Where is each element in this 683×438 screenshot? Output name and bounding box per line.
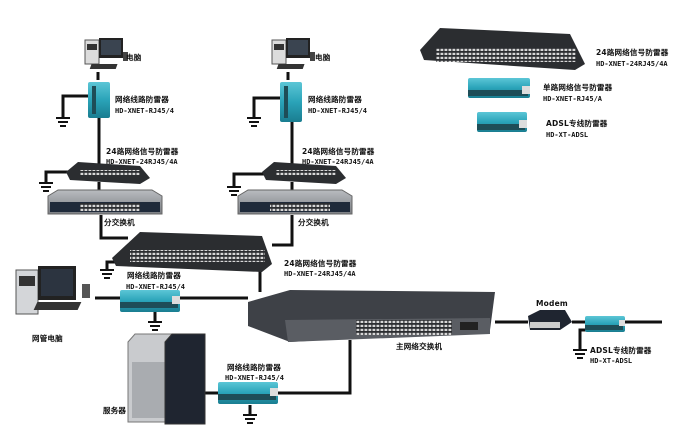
wire-switch-mid-center bbox=[272, 215, 294, 247]
panel-mid-name: 24路网络信号防雷器 bbox=[302, 147, 375, 156]
surge-arrester-icon bbox=[585, 316, 625, 332]
modem-icon bbox=[528, 310, 572, 330]
legend-item-name: ADSL专线防雷器 bbox=[546, 119, 608, 128]
main-switch-label: 主网络交换机 bbox=[396, 342, 443, 351]
panel-left-name: 24路网络信号防雷器 bbox=[106, 147, 179, 156]
legend-item-model: HD-XT-ADSL bbox=[546, 131, 589, 139]
adsl-arrester-name: ADSL专线防雷器 bbox=[590, 346, 652, 355]
arrester-left-model: HD-XNET-RJ45/4 bbox=[115, 107, 175, 115]
surge-arrester-icon bbox=[88, 82, 110, 118]
arrester-left-name: 网络线路防雷器 bbox=[115, 95, 169, 104]
wire-panel-mid-ground bbox=[232, 172, 265, 187]
legend-item-name: 单路网络信号防雷器 bbox=[543, 83, 613, 92]
patch-panel-icon bbox=[262, 162, 346, 184]
wire-arrester-left-ground bbox=[61, 94, 95, 118]
wire-arrester-mid-ground bbox=[252, 96, 284, 118]
mgmt-pc-label: 网管电脑 bbox=[32, 334, 63, 343]
wire-switch-left-center bbox=[99, 215, 128, 240]
adsl-arrester-model: HD-XT-ADSL bbox=[590, 357, 633, 365]
ground-icon bbox=[247, 117, 261, 127]
ground-icon bbox=[39, 182, 53, 192]
pc-left-label: 电脑 bbox=[126, 53, 142, 62]
pc-mid-label: 电脑 bbox=[315, 53, 331, 62]
ground-icon bbox=[243, 414, 257, 424]
surge-arrester-icon bbox=[218, 382, 278, 404]
network-switch-icon bbox=[237, 189, 353, 215]
computer-icon bbox=[271, 38, 315, 69]
legend-item-model: HD-XNET-RJ45/A bbox=[543, 95, 603, 103]
ground-icon bbox=[227, 186, 241, 196]
ground-icon bbox=[148, 321, 162, 331]
arrester-mgmt-model: HD-XNET-RJ45/4 bbox=[126, 283, 186, 291]
ground-icon bbox=[56, 117, 70, 127]
panel-mid-model: HD-XNET-24RJ45/4A bbox=[302, 158, 374, 166]
arrester-mid-name: 网络线路防雷器 bbox=[308, 95, 362, 104]
panel-center-model: HD-XNET-24RJ45/4A bbox=[284, 270, 356, 278]
surge-arrester-icon bbox=[120, 290, 180, 312]
wire-panel-left-ground bbox=[44, 170, 70, 183]
panel-center-name: 24路网络信号防雷器 bbox=[284, 259, 357, 268]
server-label: 服务器 bbox=[103, 406, 127, 415]
legend-item-model: HD-XNET-24RJ45/4A bbox=[596, 60, 668, 68]
main-switch-icon bbox=[248, 290, 495, 342]
patch-panel-icon bbox=[420, 28, 585, 70]
arrester-mgmt-name: 网络线路防雷器 bbox=[127, 271, 181, 280]
arrester-server-model: HD-XNET-RJ45/4 bbox=[225, 374, 285, 382]
computer-icon bbox=[84, 38, 128, 69]
wire-arrester-mainswitch-server bbox=[278, 340, 352, 395]
arrester-mid-model: HD-XNET-RJ45/4 bbox=[308, 107, 368, 115]
ground-icon bbox=[573, 349, 587, 359]
panel-left-model: HD-XNET-24RJ45/4A bbox=[106, 158, 178, 166]
network-switch-icon bbox=[47, 189, 163, 215]
arrester-server-name: 网络线路防雷器 bbox=[227, 363, 281, 372]
surge-arrester-icon bbox=[468, 78, 530, 98]
patch-panel-icon bbox=[66, 162, 150, 184]
ground-icon bbox=[100, 269, 114, 279]
patch-panel-icon bbox=[112, 232, 272, 272]
surge-arrester-icon bbox=[280, 82, 302, 122]
switch-mid-label: 分交换机 bbox=[298, 218, 329, 227]
ground-symbols bbox=[39, 117, 587, 424]
surge-arrester-icon bbox=[477, 112, 527, 132]
switch-left-label: 分交换机 bbox=[104, 218, 135, 227]
server-icon bbox=[127, 333, 206, 425]
modem-label: Modem bbox=[536, 299, 568, 308]
management-computer-icon bbox=[15, 266, 90, 315]
legend-item-name: 24路网络信号防雷器 bbox=[596, 48, 669, 57]
